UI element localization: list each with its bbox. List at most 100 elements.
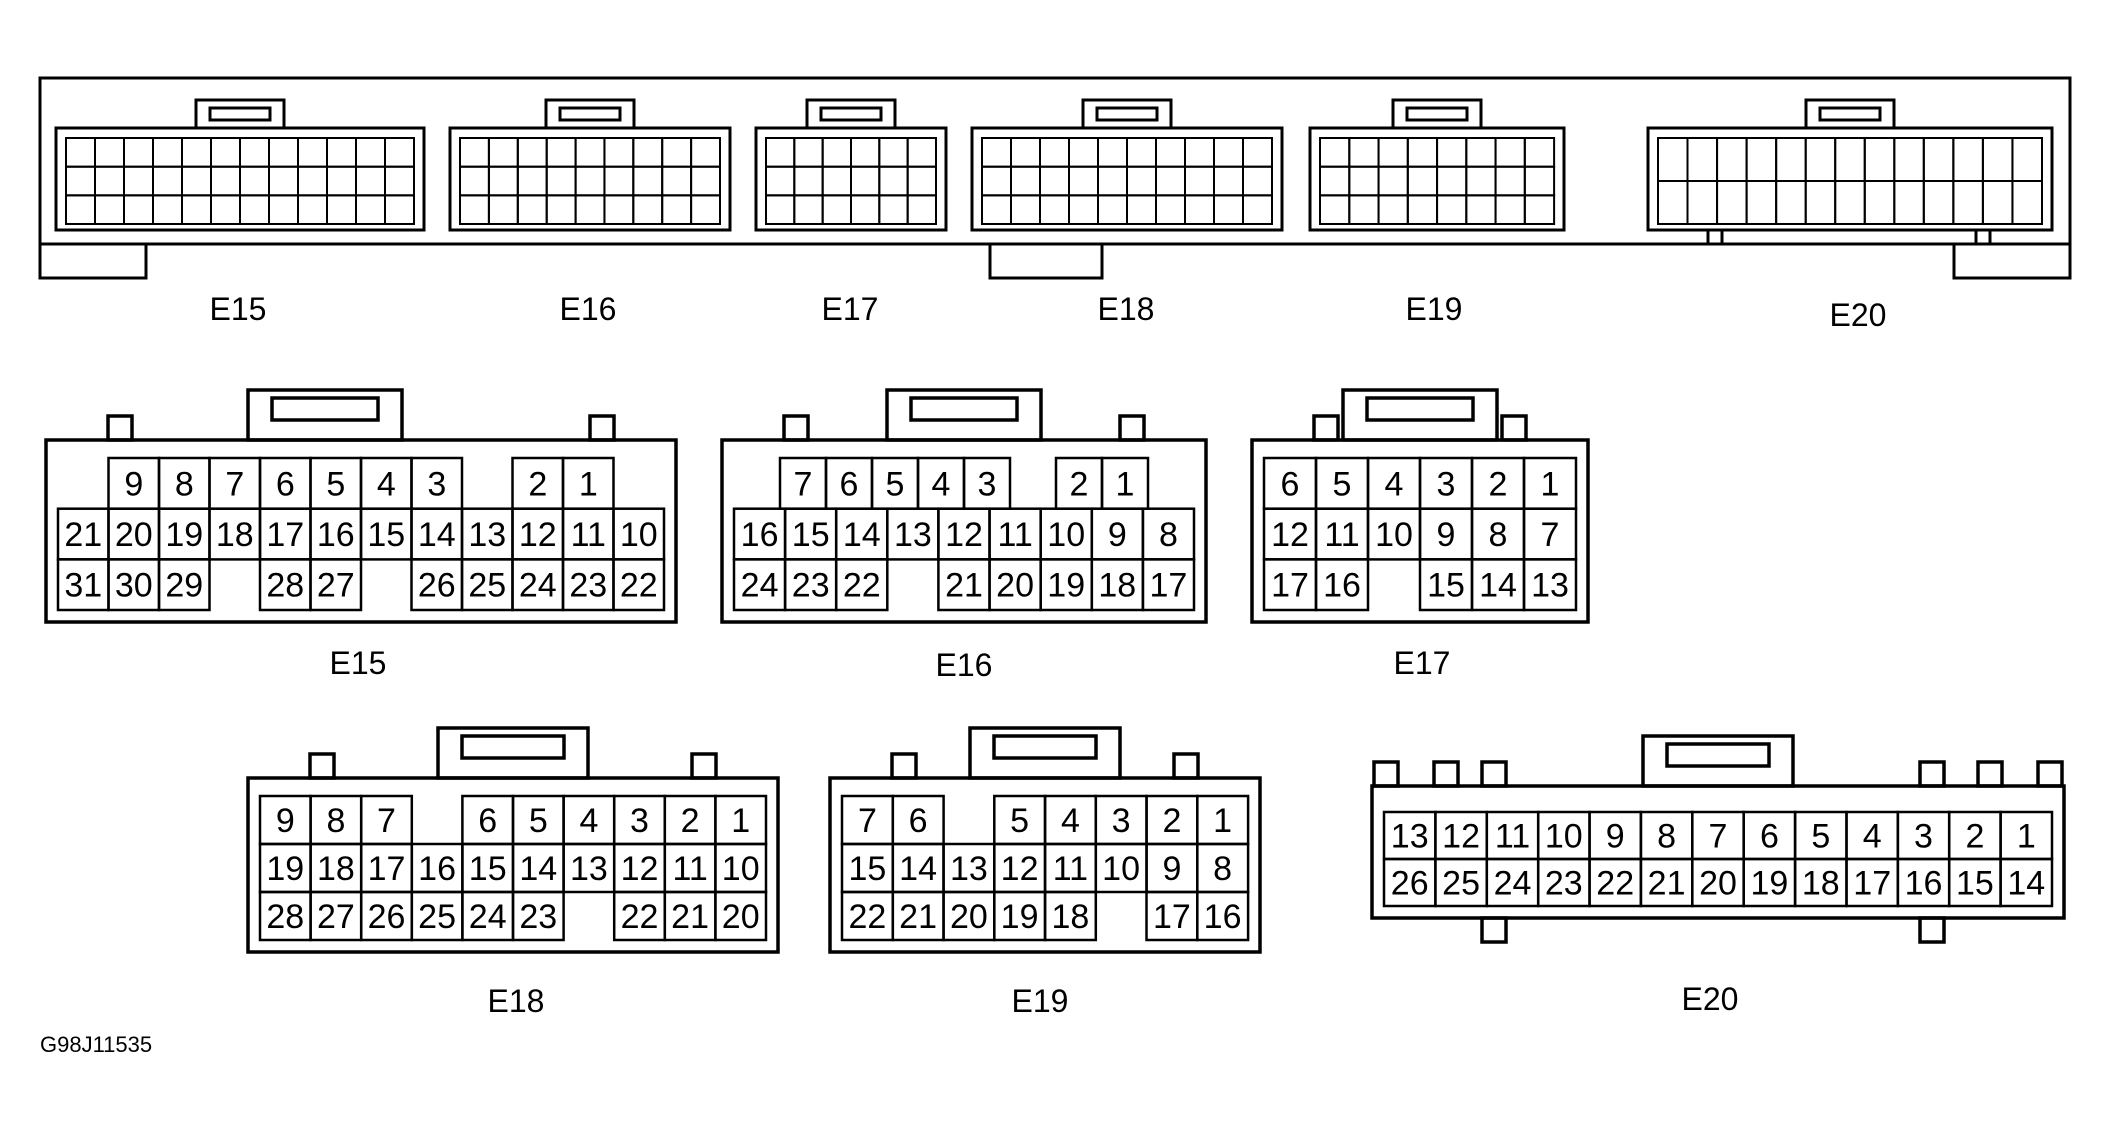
pin-number-e17-8: 8 — [1489, 516, 1508, 554]
pin-number-e15-4: 4 — [377, 465, 396, 503]
pin-number-e19-8: 8 — [1213, 850, 1232, 888]
strip-body — [38, 76, 2072, 246]
pin-number-e20-18: 18 — [1802, 865, 1840, 903]
pin-number-e20-7: 7 — [1709, 818, 1728, 856]
connector-label-e16: E16 — [936, 647, 993, 683]
pin-number-e15-23: 23 — [569, 567, 607, 605]
pin-number-e16-6: 6 — [840, 465, 859, 503]
strip-foot-middle — [988, 242, 1104, 280]
pin-number-e16-20: 20 — [996, 567, 1034, 605]
pin-number-e20-2: 2 — [1965, 818, 1984, 856]
strip-label-e16: E16 — [560, 291, 617, 327]
pin-number-e18-3: 3 — [630, 802, 649, 840]
pin-number-e18-27: 27 — [317, 898, 355, 936]
pin-number-e18-8: 8 — [326, 802, 345, 840]
pin-number-e20-26: 26 — [1391, 865, 1429, 903]
connector-housing-e16 — [720, 388, 1208, 624]
pin-number-e17-7: 7 — [1541, 516, 1560, 554]
pin-number-e18-20: 20 — [722, 898, 760, 936]
pin-number-e15-5: 5 — [326, 465, 345, 503]
connector-label-e18: E18 — [488, 983, 545, 1019]
strip-label-e15: E15 — [210, 291, 267, 327]
pin-number-e15-7: 7 — [225, 465, 244, 503]
pin-number-e19-11: 11 — [1053, 850, 1088, 888]
pin-number-e20-17: 17 — [1853, 865, 1891, 903]
pin-number-e16-12: 12 — [945, 516, 983, 554]
pin-number-e19-5: 5 — [1010, 802, 1029, 840]
pin-number-e16-18: 18 — [1098, 567, 1136, 605]
pin-number-e18-21: 21 — [671, 898, 709, 936]
pin-number-e19-9: 9 — [1162, 850, 1181, 888]
pin-number-e19-3: 3 — [1112, 802, 1131, 840]
pin-number-e19-12: 12 — [1001, 850, 1039, 888]
pin-number-e17-10: 10 — [1375, 516, 1413, 554]
pin-number-e16-4: 4 — [932, 465, 951, 503]
pin-number-e20-8: 8 — [1657, 818, 1676, 856]
pin-number-e18-9: 9 — [276, 802, 295, 840]
pin-cell-e18-20 — [714, 890, 768, 942]
strip-label-group: E15 E16 E17 E18 E19 E20 — [210, 291, 1887, 333]
connector-housing-e17 — [1250, 388, 1590, 624]
pin-number-e16-17: 17 — [1149, 567, 1187, 605]
pin-cell-e15-27 — [309, 558, 363, 612]
pin-number-e19-18: 18 — [1051, 898, 1089, 936]
pin-number-e15-9: 9 — [124, 465, 143, 503]
pin-cell-e20-14 — [1999, 857, 2054, 908]
pin-number-e20-9: 9 — [1606, 818, 1625, 856]
strip-connector-outline-e17 — [754, 98, 948, 232]
connector-housing-e20 — [1370, 734, 2066, 944]
connector-label-e20: E20 — [1682, 981, 1739, 1017]
strip-connector-outline-e15 — [54, 98, 426, 232]
pin-number-e15-17: 17 — [266, 516, 304, 554]
pin-number-e18-17: 17 — [368, 850, 406, 888]
pin-number-e15-20: 20 — [115, 516, 153, 554]
pin-number-e18-7: 7 — [377, 802, 396, 840]
pin-number-e18-11: 11 — [672, 850, 707, 888]
pin-number-e18-25: 25 — [418, 898, 456, 936]
pin-number-e18-16: 16 — [418, 850, 456, 888]
pin-number-e20-5: 5 — [1811, 818, 1830, 856]
strip-connector-outline-e18 — [970, 98, 1284, 232]
pin-number-e19-15: 15 — [848, 850, 886, 888]
pin-number-e16-10: 10 — [1047, 516, 1085, 554]
pin-number-e17-2: 2 — [1489, 465, 1508, 503]
pin-number-e16-7: 7 — [794, 465, 813, 503]
pin-number-e15-8: 8 — [175, 465, 194, 503]
pin-number-e18-24: 24 — [469, 898, 507, 936]
strip-e20-tabs — [1706, 228, 1992, 246]
pin-number-e18-14: 14 — [519, 850, 557, 888]
pin-number-e16-23: 23 — [792, 567, 830, 605]
pin-number-e17-11: 11 — [1324, 516, 1359, 554]
pin-number-e15-31: 31 — [64, 567, 102, 605]
strip-label-e20: E20 — [1830, 297, 1887, 333]
pin-number-e20-1: 1 — [2017, 818, 2036, 856]
pin-number-e16-3: 3 — [978, 465, 997, 503]
pin-number-e19-14: 14 — [899, 850, 937, 888]
connector-label-e17: E17 — [1394, 645, 1451, 681]
pin-number-e18-15: 15 — [469, 850, 507, 888]
pin-number-e19-22: 22 — [848, 898, 886, 936]
pin-number-e17-4: 4 — [1385, 465, 1404, 503]
pin-number-e16-1: 1 — [1116, 465, 1135, 503]
pin-number-e19-4: 4 — [1061, 802, 1080, 840]
pin-number-e15-30: 30 — [115, 567, 153, 605]
pin-number-e15-10: 10 — [620, 516, 658, 554]
pin-cell-e19-18 — [1043, 890, 1098, 942]
pin-number-e18-23: 23 — [519, 898, 557, 936]
pin-number-e17-16: 16 — [1323, 567, 1361, 605]
pin-cell-e19-16 — [1196, 890, 1250, 942]
pin-number-e18-1: 1 — [731, 802, 750, 840]
pin-number-e19-10: 10 — [1102, 850, 1140, 888]
pin-number-e16-9: 9 — [1108, 516, 1127, 554]
pin-number-e17-14: 14 — [1479, 567, 1517, 605]
connector-housing-e19 — [828, 726, 1262, 954]
pin-number-e19-19: 19 — [1001, 898, 1039, 936]
pin-number-e18-13: 13 — [570, 850, 608, 888]
pin-number-e17-17: 17 — [1271, 567, 1309, 605]
pin-number-e18-26: 26 — [368, 898, 406, 936]
pin-number-e20-22: 22 — [1596, 865, 1634, 903]
